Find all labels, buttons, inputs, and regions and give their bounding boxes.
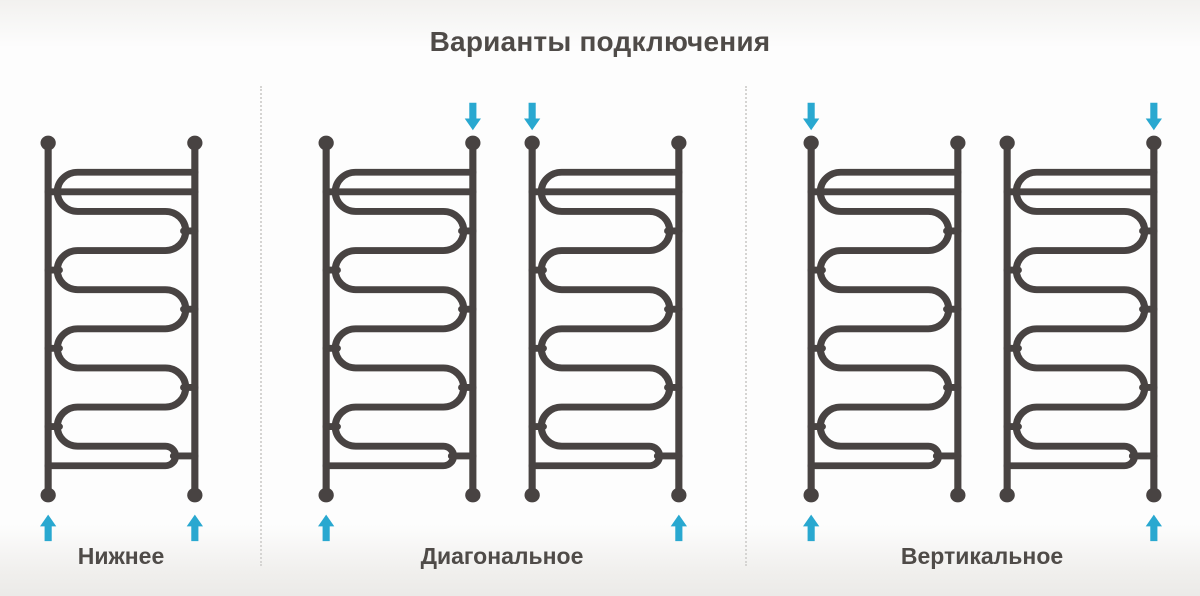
radiator-row xyxy=(755,94,1200,544)
radiator-serpentine xyxy=(528,168,682,470)
radiator-diagram xyxy=(802,102,965,542)
variant-group-bottom: Нижнее xyxy=(0,0,262,596)
flow-arrow-top-left xyxy=(523,102,540,131)
variant-label-diagonal: Диагональное xyxy=(420,543,584,569)
radiator-posts xyxy=(322,139,476,499)
variant-label-vertical: Вертикальное xyxy=(900,543,1064,569)
radiator-posts xyxy=(807,139,961,499)
flow-arrow-bottom-right xyxy=(186,514,203,542)
radiator-posts xyxy=(44,139,198,499)
radiator-rungs xyxy=(807,188,961,460)
radiator-post-caps xyxy=(318,135,480,503)
radiator-posts xyxy=(528,139,682,499)
radiator-rungs xyxy=(1003,188,1157,460)
flow-arrow-top-left xyxy=(802,102,819,131)
radiator-diagram xyxy=(317,102,481,542)
variant-group-vertical: Вертикальное xyxy=(746,0,1200,596)
flow-arrow-bottom-right xyxy=(670,514,687,542)
radiator-diagram xyxy=(523,102,687,542)
variant-label-bottom: Нижнее xyxy=(77,543,165,569)
radiator-posts xyxy=(1003,139,1157,499)
flow-arrow-bottom-left xyxy=(802,514,819,542)
dotted-separator xyxy=(745,86,747,566)
variant-group-diagonal: Диагональное xyxy=(262,0,746,596)
radiator-row xyxy=(260,94,744,544)
radiator-row xyxy=(0,94,252,544)
radiator-diagram xyxy=(999,102,1162,542)
radiator-serpentine xyxy=(1003,168,1157,470)
radiator-serpentine xyxy=(322,168,476,470)
radiator-post-caps xyxy=(40,135,202,503)
radiator-diagram xyxy=(39,135,203,542)
radiator-post-caps xyxy=(803,135,965,503)
flow-arrow-top-right xyxy=(1145,102,1162,131)
flow-arrow-bottom-right xyxy=(1145,514,1162,542)
radiator-rungs xyxy=(44,188,198,460)
radiator-serpentine xyxy=(44,168,198,470)
dotted-separator xyxy=(260,86,262,566)
diagram-title: Варианты подключения xyxy=(429,26,771,57)
flow-arrow-bottom-left xyxy=(39,514,56,542)
radiator-post-caps xyxy=(524,135,686,503)
radiator-rungs xyxy=(528,188,682,460)
radiator-rungs xyxy=(322,188,476,460)
flow-arrow-bottom-left xyxy=(317,514,334,542)
radiator-post-caps xyxy=(999,135,1161,503)
radiator-serpentine xyxy=(807,168,961,470)
flow-arrow-top-right xyxy=(464,102,481,131)
